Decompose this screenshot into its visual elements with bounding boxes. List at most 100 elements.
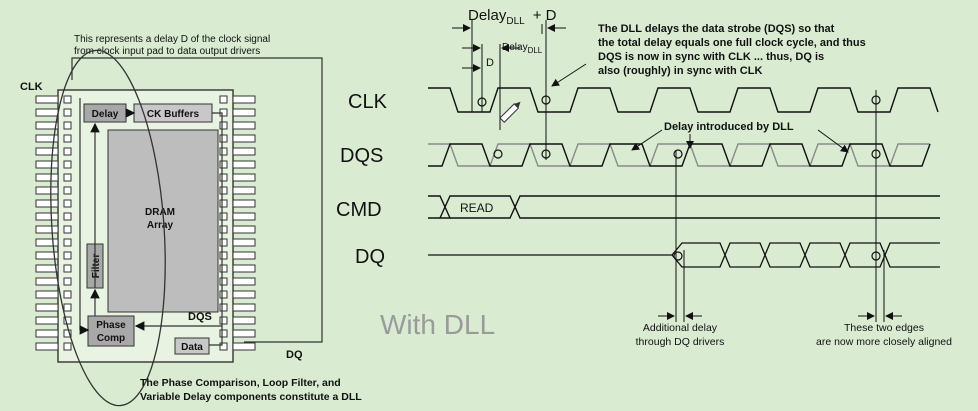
- pad: [219, 251, 228, 260]
- package-pin: [35, 212, 59, 221]
- dqs-original-waveform: [428, 143, 930, 167]
- pad: [63, 225, 72, 234]
- package-pin: [232, 251, 256, 260]
- package-pin: [232, 186, 256, 195]
- package-pin: [232, 238, 256, 247]
- pad: [63, 329, 72, 338]
- note-bottom-line1: The Phase Comparison, Loop Filter, and: [140, 377, 341, 389]
- pad: [219, 147, 228, 156]
- pad: [219, 134, 228, 143]
- package-pin: [232, 160, 256, 169]
- filter-label: Filter: [91, 254, 102, 279]
- package-pin: [35, 134, 59, 143]
- pad: [219, 290, 228, 299]
- dll-note-line1: The DLL delays the data strobe (DQS) so …: [598, 23, 835, 35]
- additional-delay-line1: Additional delay: [643, 322, 718, 334]
- package-pin: [35, 199, 59, 208]
- with-dll-label: With DLL: [380, 309, 495, 340]
- package-pin: [232, 199, 256, 208]
- signal-label-cmd: CMD: [336, 199, 382, 221]
- pad: [63, 108, 72, 117]
- package-pin: [35, 290, 59, 299]
- chip-dqs-label: DQS: [188, 311, 212, 323]
- phase-comp-block: Phase Comp: [87, 315, 135, 347]
- delay-dll-plus-d-label: DelayDLL+ D: [468, 7, 557, 27]
- chip-routing: [79, 98, 223, 346]
- chip-clk-label: CLK: [20, 81, 43, 93]
- pins-left: [35, 95, 72, 351]
- package-pin: [232, 134, 256, 143]
- cmd-waveform: [428, 195, 940, 219]
- edges-aligned-line1: These two edges: [844, 322, 924, 334]
- pad: [219, 95, 228, 104]
- pad: [219, 212, 228, 221]
- pad: [219, 186, 228, 195]
- package-pin: [232, 329, 256, 338]
- pad: [219, 329, 228, 338]
- package-pin: [232, 290, 256, 299]
- package-pin: [232, 108, 256, 117]
- delay-block: Delay: [83, 103, 127, 123]
- pad: [63, 212, 72, 221]
- package-pin: [232, 147, 256, 156]
- delay-introduced-arrows: [631, 129, 849, 153]
- pad: [63, 342, 72, 351]
- package-pin: [35, 121, 59, 130]
- pad: [63, 173, 72, 182]
- signal-label-clk: CLK: [348, 91, 388, 113]
- ck-buffers-label: CK Buffers: [147, 109, 200, 120]
- pad: [63, 199, 72, 208]
- pad: [219, 121, 228, 130]
- package-pin: [35, 342, 59, 351]
- data-block-label: Data: [181, 342, 203, 353]
- package-pin: [35, 277, 59, 286]
- pad: [219, 199, 228, 208]
- pad: [219, 303, 228, 312]
- chip-dq-label: DQ: [286, 349, 303, 361]
- delay-dll-label: DelayDLL: [502, 42, 543, 55]
- package-pin: [232, 121, 256, 130]
- package-pin: [35, 160, 59, 169]
- pad: [63, 316, 72, 325]
- pad: [63, 95, 72, 104]
- package-pin: [35, 147, 59, 156]
- pad: [219, 173, 228, 182]
- read-label: READ: [460, 201, 494, 215]
- package-pin: [35, 303, 59, 312]
- package-pin: [35, 251, 59, 260]
- package-pin: [35, 316, 59, 325]
- pad: [219, 238, 228, 247]
- dq-waveform: [428, 242, 940, 268]
- note-top-line2: from clock input pad to data output driv…: [74, 46, 260, 57]
- d-label: D: [486, 57, 494, 69]
- package-pin: [232, 277, 256, 286]
- pad: [63, 121, 72, 130]
- note-top-line1: This represents a delay D of the clock s…: [74, 34, 270, 45]
- phase-label-1: Phase: [96, 320, 126, 331]
- clk-waveform: [428, 87, 939, 113]
- pins-right: [219, 95, 256, 351]
- edges-aligned-line2: are now more closely aligned: [816, 336, 952, 348]
- package-pin: [35, 225, 59, 234]
- phase-label-2: Comp: [97, 333, 125, 344]
- pad: [219, 264, 228, 273]
- dram-label-1: DRAM: [145, 207, 175, 218]
- pad: [63, 277, 72, 286]
- pad: [219, 160, 228, 169]
- package-pin: [35, 108, 59, 117]
- package-pin: [35, 173, 59, 182]
- delay-introduced-label: Delay introduced by DLL: [664, 121, 794, 133]
- pad: [63, 147, 72, 156]
- timing-guide-lines: [471, 20, 885, 322]
- dll-note-line4: also (roughly) in sync with CLK: [598, 65, 762, 77]
- package-pin: [232, 225, 256, 234]
- package-pin: [35, 95, 59, 104]
- delay-block-label: Delay: [92, 109, 119, 120]
- pad: [219, 316, 228, 325]
- pad: [219, 277, 228, 286]
- signal-label-dq: DQ: [355, 246, 385, 268]
- package-pin: [232, 316, 256, 325]
- pad: [63, 264, 72, 273]
